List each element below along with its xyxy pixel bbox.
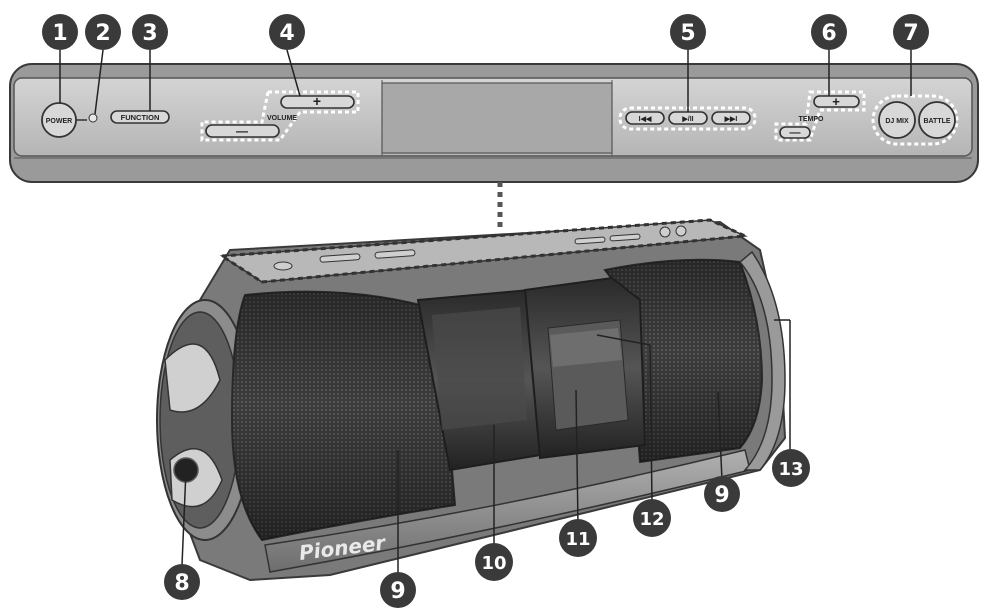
power-indicator-led	[88, 113, 98, 123]
callout-11: 11	[559, 519, 597, 557]
control-panel: POWER FUNCTION + — VOLUME I◀◀ ▶/II	[9, 63, 979, 183]
callout-12: 12	[633, 499, 671, 537]
speaker-device: Pioneer	[156, 218, 787, 582]
battle-button-label: BATTLE	[923, 118, 950, 125]
svg-text:4: 4	[279, 21, 294, 46]
svg-text:12: 12	[639, 509, 664, 530]
svg-text:10: 10	[481, 553, 506, 574]
play-pause-symbol: ▶/II	[681, 116, 693, 123]
volume-up-button[interactable]: +	[280, 93, 355, 109]
power-button-label: POWER	[46, 118, 72, 125]
svg-text:5: 5	[680, 21, 695, 46]
callout-3: 3	[132, 14, 168, 50]
volume-down-symbol: —	[236, 124, 248, 138]
svg-text:2: 2	[95, 21, 110, 46]
device-top-highlight	[217, 218, 751, 284]
callout-2: 2	[85, 14, 121, 50]
callout-10: 10	[475, 543, 513, 581]
svg-text:9: 9	[390, 579, 405, 604]
svg-text:8: 8	[174, 571, 189, 596]
function-button-label: FUNCTION	[121, 113, 160, 122]
play-pause-button[interactable]: ▶/II	[668, 111, 708, 125]
previous-track-button[interactable]: I◀◀	[625, 111, 665, 125]
callout-13: 13	[772, 449, 810, 487]
top-leader-lines	[59, 49, 912, 115]
svg-text:11: 11	[565, 529, 590, 550]
bottom-leader-lines	[181, 319, 791, 585]
battle-button[interactable]: BATTLE	[918, 101, 956, 139]
dj-group-outline	[871, 94, 959, 146]
callout-9-left: 9	[380, 572, 416, 608]
callout-1: 1	[42, 14, 78, 50]
svg-text:6: 6	[821, 21, 836, 46]
previous-track-symbol: I◀◀	[639, 116, 652, 123]
right-frame-handle	[738, 250, 786, 471]
svg-text:9: 9	[714, 483, 729, 508]
next-track-button[interactable]: ▶▶I	[711, 111, 751, 125]
callout-5: 5	[670, 14, 706, 50]
callouts: 1 2 3 4 5 6 7 8	[42, 14, 929, 608]
svg-text:13: 13	[778, 459, 803, 480]
volume-down-button[interactable]: —	[205, 124, 280, 138]
tempo-down-button[interactable]: —	[779, 126, 811, 139]
dj-mix-button[interactable]: DJ MIX	[878, 101, 916, 139]
callout-9-right: 9	[704, 476, 740, 512]
tempo-label: TEMPO	[799, 116, 824, 123]
callout-4: 4	[269, 14, 305, 50]
callout-7: 7	[893, 14, 929, 50]
callout-8: 8	[164, 564, 200, 600]
function-button[interactable]: FUNCTION	[110, 110, 170, 124]
volume-up-symbol: +	[313, 93, 321, 109]
tempo-up-symbol: +	[832, 94, 840, 109]
volume-group-outline	[200, 90, 360, 142]
volume-label: VOLUME	[267, 115, 297, 122]
tempo-up-button[interactable]: +	[813, 94, 860, 109]
svg-text:3: 3	[142, 21, 157, 46]
tempo-group-outline	[774, 90, 866, 142]
power-button[interactable]: POWER	[41, 102, 77, 138]
next-track-symbol: ▶▶I	[724, 116, 738, 123]
svg-text:1: 1	[52, 21, 67, 46]
tempo-down-symbol: —	[790, 127, 801, 139]
svg-text:7: 7	[903, 21, 918, 46]
callout-6: 6	[811, 14, 847, 50]
dj-mix-button-label: DJ MIX	[885, 118, 909, 125]
display-window	[381, 82, 613, 154]
